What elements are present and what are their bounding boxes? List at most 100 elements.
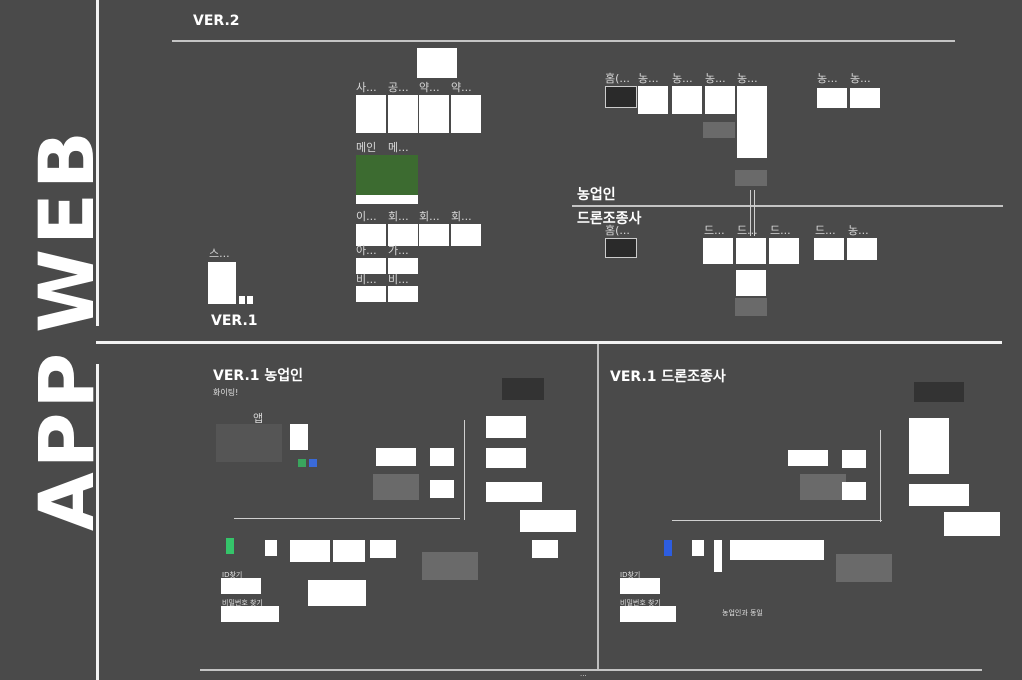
- app-frame[interactable]: [486, 416, 526, 438]
- web-frame[interactable]: [356, 224, 386, 246]
- app-frame[interactable]: [788, 450, 828, 466]
- app-bottom-divider: [200, 669, 982, 671]
- frame-label: 홈(...: [605, 224, 630, 237]
- web-frame[interactable]: [419, 224, 449, 246]
- app-frame[interactable]: [620, 578, 660, 594]
- app-frame[interactable]: [909, 484, 969, 506]
- app-intro-frame[interactable]: [290, 424, 308, 450]
- web-farmer-popup-group[interactable]: [735, 170, 767, 186]
- app-frame[interactable]: [308, 580, 366, 606]
- web-frame[interactable]: [356, 258, 386, 274]
- app-bottom-group[interactable]: [836, 554, 892, 582]
- web-frame[interactable]: [388, 286, 418, 302]
- app-frame[interactable]: [714, 540, 722, 572]
- app-frame[interactable]: [620, 606, 676, 622]
- web-frame[interactable]: [388, 224, 418, 246]
- web-main-frame[interactable]: [356, 155, 418, 195]
- app-popup-group[interactable]: [373, 474, 419, 500]
- app-frame[interactable]: [486, 482, 542, 502]
- app-drone-title: VER.1 드론조종사: [610, 369, 726, 385]
- app-frame[interactable]: [290, 540, 330, 562]
- web-frame[interactable]: [451, 95, 481, 133]
- frame-label: 가...: [388, 244, 409, 257]
- app-bottom-group[interactable]: [422, 552, 478, 580]
- web-frame[interactable]: [356, 286, 386, 302]
- frame-label: 농...: [705, 72, 726, 85]
- frame-label: 드...: [737, 224, 758, 237]
- flow-note: ID찾기: [620, 571, 641, 579]
- frame-label: 공...: [388, 81, 409, 94]
- web-main-frame-footer[interactable]: [356, 195, 418, 204]
- app-icon[interactable]: [309, 459, 317, 467]
- app-frame[interactable]: [221, 606, 279, 622]
- web-drone-frame[interactable]: [736, 238, 766, 264]
- web-frame-top[interactable]: [417, 48, 457, 78]
- app-top-frame-group[interactable]: [914, 382, 964, 402]
- flow-note: ID찾기: [222, 571, 243, 579]
- web-ver1-title: VER.1: [211, 313, 258, 329]
- web-farmer-frame[interactable]: [737, 86, 767, 158]
- app-frame[interactable]: [944, 512, 1000, 536]
- web-farmer-frame[interactable]: [638, 86, 668, 114]
- frame-label: 농...: [737, 72, 758, 85]
- web-frame[interactable]: [356, 95, 386, 133]
- frame-label: 메...: [388, 141, 409, 154]
- connector-line: [750, 190, 751, 236]
- app-frame[interactable]: [486, 448, 526, 468]
- app-intro-group[interactable]: [216, 424, 282, 462]
- web-ver1-mini-frame[interactable]: [239, 296, 245, 304]
- frame-label: 홈(...: [605, 72, 630, 85]
- web-frame[interactable]: [451, 224, 481, 246]
- connector-line: [672, 520, 882, 521]
- frame-label: 농...: [850, 72, 871, 85]
- app-frame[interactable]: [730, 540, 824, 560]
- web-drone-frame[interactable]: [814, 238, 844, 260]
- web-farmer-frame[interactable]: [705, 86, 735, 114]
- web-drone-frame[interactable]: [736, 270, 766, 296]
- app-frame[interactable]: [842, 450, 866, 468]
- app-start-frame[interactable]: [226, 538, 234, 554]
- frame-label: 농...: [848, 224, 869, 237]
- farmer-label: 농업인: [577, 187, 616, 203]
- connector-line: [754, 190, 755, 236]
- app-popup-group[interactable]: [800, 474, 846, 500]
- app-frame[interactable]: [430, 448, 454, 466]
- web-frame[interactable]: [419, 95, 449, 133]
- app-frame[interactable]: [221, 578, 261, 594]
- app-top-frame-group[interactable]: [502, 378, 544, 400]
- app-frame[interactable]: [692, 540, 704, 556]
- web-ver1-frame[interactable]: [208, 262, 236, 304]
- web-drone-home-frame[interactable]: [605, 238, 637, 258]
- web-frame[interactable]: [388, 258, 418, 274]
- frame-label: 농...: [638, 72, 659, 85]
- frame-label: 아...: [356, 244, 377, 257]
- app-frame[interactable]: [430, 480, 454, 498]
- web-frame[interactable]: [388, 95, 418, 133]
- web-drone-frame[interactable]: [703, 238, 733, 264]
- app-frame[interactable]: [532, 540, 558, 558]
- web-drone-popup-group[interactable]: [735, 298, 767, 316]
- app-icon[interactable]: [298, 459, 306, 467]
- app-frame[interactable]: [842, 482, 866, 500]
- web-farmer-frame[interactable]: [850, 88, 880, 108]
- app-frame[interactable]: [376, 448, 416, 466]
- app-frame[interactable]: [909, 418, 949, 474]
- flow-note: 비밀번호 찾기: [620, 599, 661, 607]
- web-farmer-frame[interactable]: [817, 88, 847, 108]
- web-drone-frame[interactable]: [769, 238, 799, 264]
- web-farmer-popup-group[interactable]: [703, 122, 735, 138]
- web-farmer-frame[interactable]: [672, 86, 702, 114]
- app-frame[interactable]: [265, 540, 277, 556]
- frame-label: 메인: [356, 141, 377, 154]
- web-ver1-mini-frame[interactable]: [247, 296, 253, 304]
- web-drone-frame[interactable]: [847, 238, 877, 260]
- app-start-frame[interactable]: [664, 540, 672, 556]
- web-farmer-home-frame[interactable]: [605, 86, 637, 108]
- app-frame[interactable]: [333, 540, 365, 562]
- app-frame[interactable]: [370, 540, 396, 558]
- app-frame[interactable]: [520, 510, 576, 532]
- frame-label: 스...: [209, 247, 230, 260]
- frame-label: 드...: [815, 224, 836, 237]
- app-side-label: APP: [22, 348, 111, 532]
- drone-pilot-label: 드론조종사: [577, 211, 642, 227]
